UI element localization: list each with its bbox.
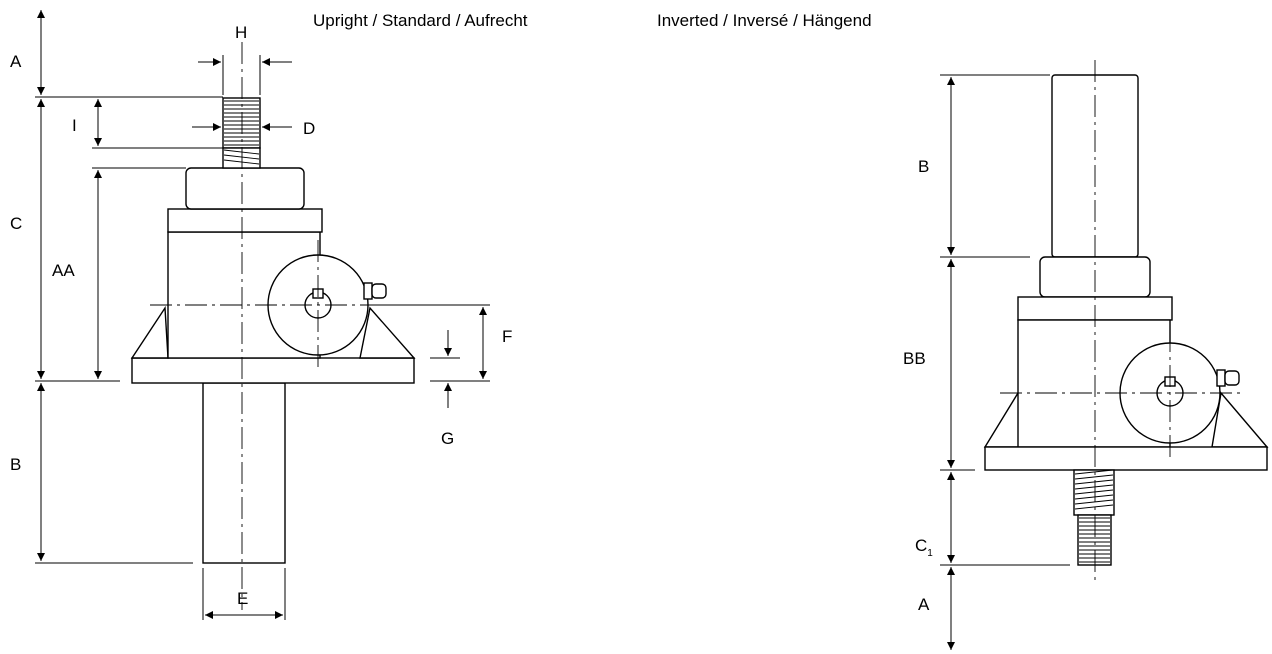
upright-title: Upright / Standard / Aufrecht <box>313 11 528 30</box>
label-g: G <box>441 429 454 448</box>
thread-line <box>1074 489 1114 495</box>
upright-top-cap <box>185 167 305 210</box>
upright-grease-nipple-head <box>371 283 387 299</box>
label-i: I <box>72 116 77 135</box>
thread-line <box>1074 499 1114 505</box>
inverted-jack <box>983 60 1269 580</box>
thread-line <box>1074 479 1114 485</box>
thread-line <box>223 149 260 155</box>
upright-screw-threads <box>223 100 260 165</box>
label-a-upright: A <box>10 52 22 71</box>
inverted-left-flange <box>983 390 1022 448</box>
label-b-inverted: B <box>918 157 929 176</box>
thread-line <box>223 154 260 160</box>
label-c1-main: C <box>915 536 927 555</box>
label-e: E <box>237 589 248 608</box>
label-f: F <box>502 327 512 346</box>
upright-protection-tube <box>202 382 286 564</box>
upright-right-flange <box>359 306 416 359</box>
upright-cover-ring <box>167 208 323 233</box>
label-c: C <box>10 214 22 233</box>
inverted-title: Inverted / Inversé / Hängend <box>657 11 872 30</box>
label-d: D <box>303 119 315 138</box>
label-bb: BB <box>903 349 926 368</box>
thread-line <box>1074 504 1114 510</box>
inverted-screw-end <box>1077 514 1112 566</box>
upright-left-flange <box>130 305 169 359</box>
label-h: H <box>235 23 247 42</box>
upright-jack <box>130 42 416 610</box>
thread-line <box>223 159 260 165</box>
inverted-grease-nipple-head <box>1224 370 1240 386</box>
upright-extension-lines <box>35 55 490 620</box>
inverted-base-plate <box>984 446 1268 471</box>
upright-base-plate <box>131 357 415 384</box>
label-a-inverted: A <box>918 595 930 614</box>
inverted-screw-threads <box>1074 469 1114 563</box>
label-c1: C1 <box>915 536 933 559</box>
label-b-upright: B <box>10 455 21 474</box>
upright-grease-nipple-body <box>363 282 373 300</box>
thread-line <box>1074 474 1114 480</box>
inverted-right-flange <box>1211 391 1269 448</box>
thread-line <box>1074 494 1114 500</box>
inverted-grease-nipple-body <box>1216 369 1226 387</box>
label-aa: AA <box>52 261 75 280</box>
label-c1-subscript: 1 <box>927 548 933 559</box>
upright-screw-end <box>222 97 261 149</box>
thread-line <box>1074 469 1114 475</box>
inverted-extension-lines <box>940 74 1070 566</box>
thread-line <box>1074 484 1114 490</box>
upright-dimension-arrows <box>37 10 487 619</box>
upright-screw-trapezoid <box>222 147 261 169</box>
